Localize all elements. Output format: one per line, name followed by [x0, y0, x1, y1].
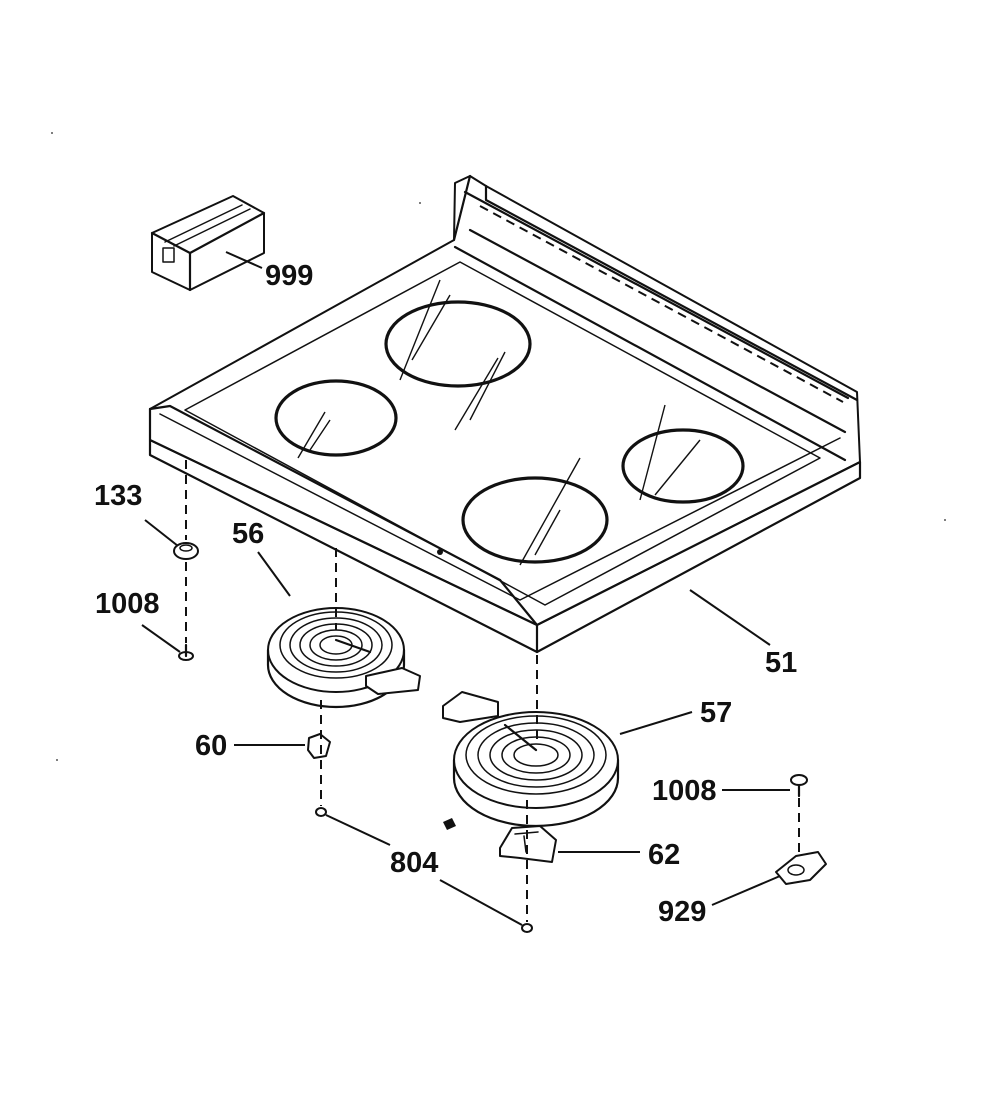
callout-999: 999 [265, 260, 313, 292]
part-box-999 [150, 195, 266, 292]
part-element-56 [266, 607, 421, 709]
callout-57: 57 [700, 697, 732, 729]
callout-51: 51 [765, 647, 797, 679]
callout-60: 60 [195, 730, 227, 762]
part-screw-1008-left [178, 643, 194, 661]
callout-133: 133 [94, 480, 142, 512]
part-screw-804 [315, 807, 533, 933]
callout-62: 62 [648, 839, 680, 871]
part-bumper-133 [173, 542, 199, 560]
callout-929: 929 [658, 896, 706, 928]
part-clip-60 [307, 733, 331, 759]
part-cooktop-51 [148, 174, 862, 654]
part-screw-1008-right [790, 774, 808, 798]
callout-56: 56 [232, 518, 264, 550]
callout-1008-left: 1008 [95, 588, 160, 620]
part-bracket-929 [775, 851, 827, 885]
leader-lines [141, 251, 790, 926]
leader-51 [689, 589, 771, 646]
part-element-57 [442, 691, 620, 828]
assembly-lines [185, 460, 800, 922]
callout-804: 804 [390, 847, 438, 879]
callout-1008-right: 1008 [652, 775, 717, 807]
